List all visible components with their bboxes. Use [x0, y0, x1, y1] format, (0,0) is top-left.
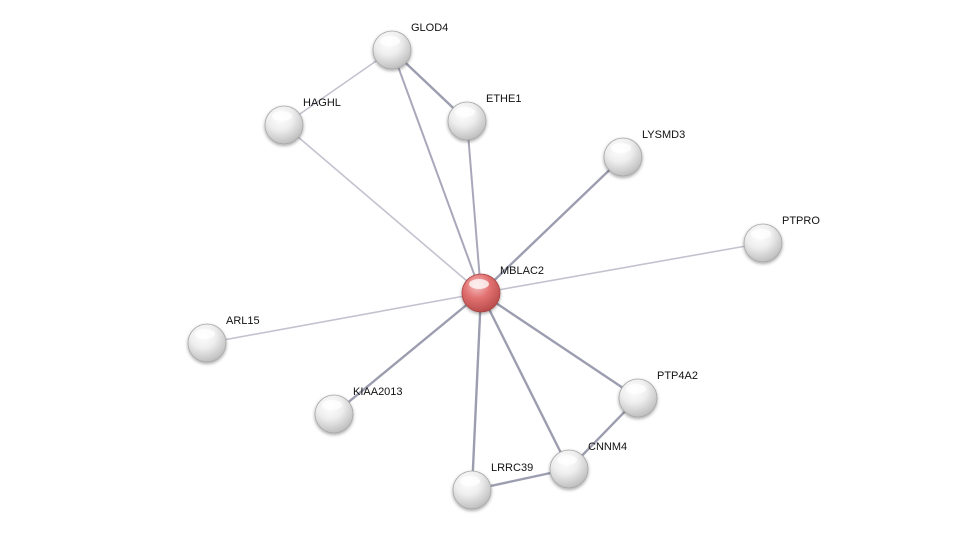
node-ethe1[interactable]: ETHE1	[447, 93, 521, 141]
node-label-lrrc39: LRRC39	[491, 462, 533, 474]
node-mblac2[interactable]: MBLAC2	[461, 265, 544, 313]
node-highlight	[455, 107, 475, 117]
node-highlight	[626, 384, 646, 394]
edge-mblac2-lysmd3	[479, 155, 625, 295]
edge-mblac2-ptp4a2	[479, 291, 640, 400]
node-label-kiaa2013: KIAA2013	[353, 386, 403, 398]
node-highlight	[751, 229, 771, 239]
edge-mblac2-kiaa2013	[332, 291, 483, 416]
node-arl15[interactable]: ARL15	[187, 315, 260, 363]
node-haghl[interactable]: HAGHL	[264, 97, 341, 145]
node-label-glod4: GLOD4	[411, 22, 448, 34]
node-lysmd3[interactable]: LYSMD3	[603, 129, 685, 177]
edge-mblac2-glod4	[391, 49, 482, 294]
node-lrrc39[interactable]: LRRC39	[452, 462, 533, 510]
node-label-ethe1: ETHE1	[486, 93, 521, 105]
edge-mblac2-cnnm4	[479, 291, 571, 471]
node-highlight	[322, 400, 342, 410]
node-highlight	[557, 455, 577, 465]
node-highlight	[380, 36, 400, 46]
node-label-mblac2: MBLAC2	[500, 265, 544, 277]
node-highlight	[460, 476, 480, 486]
node-ptpro[interactable]: PTPRO	[743, 215, 820, 263]
edge-mblac2-arl15	[206, 292, 482, 344]
node-glod4[interactable]: GLOD4	[372, 22, 448, 70]
edge-mblac2-haghl	[283, 124, 482, 294]
node-label-cnnm4: CNNM4	[588, 441, 627, 453]
node-highlight	[469, 279, 489, 289]
node-kiaa2013[interactable]: KIAA2013	[314, 386, 403, 434]
node-label-haghl: HAGHL	[303, 97, 341, 109]
node-highlight	[611, 143, 631, 153]
node-cnnm4[interactable]: CNNM4	[549, 441, 627, 489]
node-label-lysmd3: LYSMD3	[642, 129, 685, 141]
node-label-arl15: ARL15	[226, 315, 260, 327]
node-highlight	[272, 111, 292, 121]
node-label-ptp4a2: PTP4A2	[657, 370, 698, 382]
edge-mblac2-ptpro	[480, 242, 764, 294]
node-label-ptpro: PTPRO	[782, 215, 820, 227]
edge-glod4-haghl	[283, 49, 393, 126]
edge-mblac2-ethe1	[466, 120, 482, 294]
node-highlight	[195, 329, 215, 339]
node-ptp4a2[interactable]: PTP4A2	[618, 370, 698, 418]
edge-mblac2-lrrc39	[470, 291, 483, 492]
